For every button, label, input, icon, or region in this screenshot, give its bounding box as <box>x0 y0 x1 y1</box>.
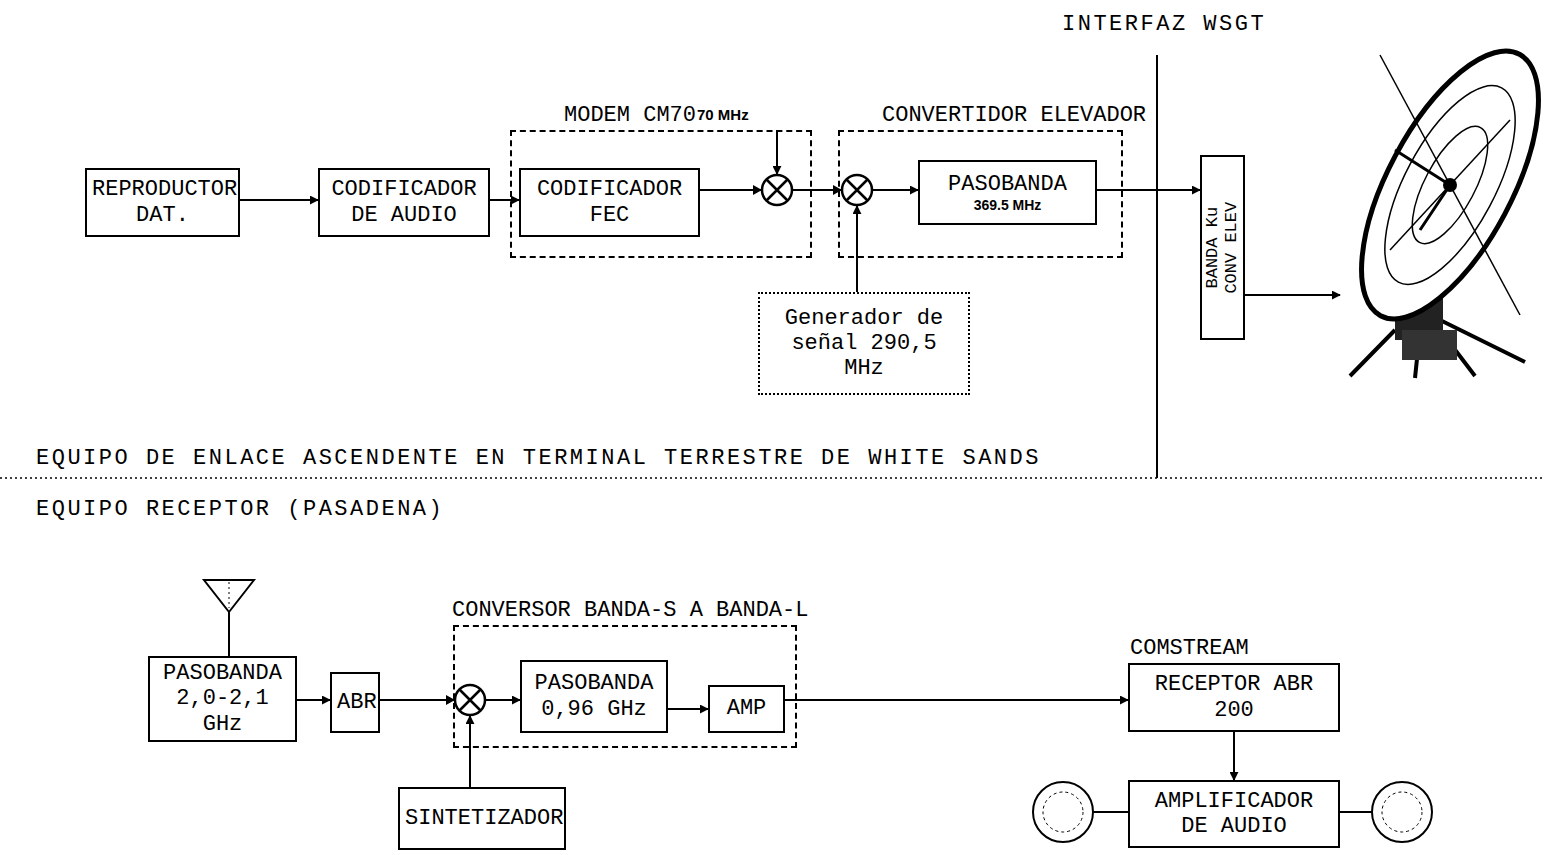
frequency-label: 70 MHz <box>697 106 749 123</box>
section-label: INTERFAZ WSGT <box>1062 12 1266 37</box>
box-label: AMP <box>722 696 772 721</box>
speaker <box>1033 782 1128 842</box>
signal-arrow <box>785 699 1128 701</box>
process-box: CODIFICADOR FEC <box>519 168 700 237</box>
antenna-base <box>1402 330 1457 360</box>
speaker-outline <box>1372 782 1432 842</box>
dish-reflector <box>1326 25 1545 345</box>
section-divider <box>0 477 1545 479</box>
group-heading: MODEM CM701 <box>564 103 709 128</box>
speaker <box>1340 782 1432 842</box>
speaker-cone <box>1382 792 1422 832</box>
feed-horn <box>1443 178 1457 192</box>
process-box: PASOBANDA 2,0-2,1 GHz <box>148 656 297 742</box>
signal-arrow <box>297 699 330 701</box>
speaker-outline <box>1033 782 1093 842</box>
process-box: AMPLIFICADOR DE AUDIO <box>1128 780 1340 848</box>
speaker-wire <box>1093 811 1128 813</box>
arrow-head <box>753 185 762 195</box>
dish-ribs <box>1359 55 1542 315</box>
lo-arrow <box>856 206 858 292</box>
mixer-cross <box>459 689 481 711</box>
receive-antenna <box>204 580 254 665</box>
group-heading: COMSTREAM <box>1130 636 1249 661</box>
box-label: ABR <box>332 690 378 715</box>
uplink-arrow <box>1245 294 1340 296</box>
box-label: CODIFICADOR DE AUDIO <box>320 177 488 228</box>
group-box: MODEM CM701CODIFICADOR FEC <box>510 130 812 258</box>
antenna-feed <box>229 582 230 608</box>
box-label: PASOBANDA 0,96 GHz <box>522 671 666 722</box>
mixer-cross <box>846 179 868 201</box>
group-heading: CONVERSOR BANDA-S A BANDA-L <box>452 598 808 623</box>
interface-line <box>1156 55 1158 478</box>
mixer-symbol <box>753 175 792 205</box>
signal-arrow <box>668 708 708 710</box>
process-box: COMSTREAMRECEPTOR ABR 200 <box>1128 663 1340 732</box>
group-box: CONVERSOR BANDA-S A BANDA-LPASOBANDA 0,9… <box>453 625 797 748</box>
signal-arrow <box>1233 732 1235 780</box>
process-box: SINTETIZADOR <box>398 787 566 850</box>
box-label: RECEPTOR ABR 200 <box>1130 672 1338 723</box>
dish-antenna <box>1326 25 1545 378</box>
mixer-symbol <box>446 685 485 715</box>
box-label: REPRODUCTOR DAT. <box>87 177 238 228</box>
box-label: Generador de señal 290,5 MHz <box>760 306 968 382</box>
box-label: PASOBANDA <box>943 172 1072 197</box>
mixer-cross <box>766 179 788 201</box>
box-label: 369.5 MHz <box>969 197 1047 213</box>
box-label: CODIFICADOR FEC <box>521 177 698 228</box>
mixer-circle <box>762 175 792 205</box>
mixer-circle <box>842 175 872 205</box>
signal-arrow <box>700 189 918 191</box>
lo-arrow <box>776 130 778 174</box>
signal-arrow <box>1097 189 1200 191</box>
process-box: AMP <box>708 685 785 733</box>
speaker-wire <box>1340 811 1372 813</box>
process-box: REPRODUCTOR DAT. <box>85 168 240 237</box>
box-label: BANDA Ku CONV ELEV <box>1204 188 1241 308</box>
signal-arrow <box>240 199 318 201</box>
group-heading: CONVERTIDOR ELEVADOR <box>882 103 1146 128</box>
process-box: ABR <box>330 672 380 733</box>
generator-box: Generador de señal 290,5 MHz <box>758 292 970 395</box>
signal-arrow <box>490 199 519 201</box>
process-box: CODIFICADOR DE AUDIO <box>318 168 490 237</box>
group-box: CONVERTIDOR ELEVADORPASOBANDA369.5 MHz <box>838 130 1123 258</box>
box-label: AMPLIFICADOR DE AUDIO <box>1130 789 1338 840</box>
process-box: BANDA Ku CONV ELEV <box>1200 155 1245 340</box>
mixer-circle <box>455 685 485 715</box>
feed-struts <box>1395 150 1450 230</box>
box-label: PASOBANDA 2,0-2,1 GHz <box>150 661 295 737</box>
section-label: EQUIPO RECEPTOR (PASADENA) <box>36 497 444 522</box>
process-box: PASOBANDA369.5 MHz <box>918 160 1097 225</box>
section-label: EQUIPO DE ENLACE ASCENDENTE EN TERMINAL … <box>36 446 1041 471</box>
lo-arrow <box>469 716 471 787</box>
speaker-cone <box>1043 792 1083 832</box>
box-label: SINTETIZADOR <box>400 806 564 831</box>
process-box: PASOBANDA 0,96 GHz <box>520 660 668 733</box>
antenna-symbol <box>204 580 254 612</box>
